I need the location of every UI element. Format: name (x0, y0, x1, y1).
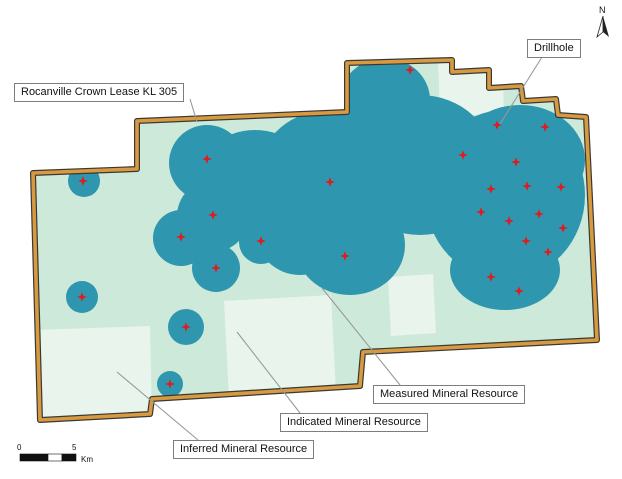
drillhole-marker (211, 263, 221, 273)
lease-area (33, 60, 597, 420)
drillhole-marker (558, 223, 568, 233)
north-label: N (599, 5, 606, 15)
scale-unit-label: Km (81, 455, 93, 464)
drillhole-marker (514, 286, 524, 296)
drillhole-marker (165, 379, 175, 389)
drillhole-marker (504, 216, 514, 226)
drillhole-marker (486, 272, 496, 282)
drillhole-marker (77, 292, 87, 302)
leader-line (189, 98, 198, 123)
drillhole-marker (534, 209, 544, 219)
drillhole-marker (540, 122, 550, 132)
inferred-patch (224, 295, 336, 398)
leader-line (116, 371, 199, 441)
north-arrow: N (596, 5, 609, 39)
drillhole-marker (181, 322, 191, 332)
measured-blob (450, 230, 560, 310)
drillhole-layer (77, 65, 568, 389)
measured-blob (455, 105, 585, 215)
drillhole-marker (476, 207, 486, 217)
inferred-resource-patches (36, 60, 504, 420)
drillhole-marker (543, 247, 553, 257)
drillhole-marker (522, 181, 532, 191)
drillhole-marker (340, 251, 350, 261)
inferred-patch (388, 274, 436, 336)
inferred-patch (36, 326, 152, 420)
drillhole-marker (78, 176, 88, 186)
leader-lines (116, 56, 543, 441)
drillhole-marker (202, 154, 212, 164)
scale-bar: 0 5 Km (17, 443, 93, 464)
measured-label: Measured Mineral Resource (373, 385, 526, 404)
indicated-label: Indicated Mineral Resource (280, 413, 428, 432)
drillhole-marker (486, 184, 496, 194)
drillhole-marker (511, 157, 521, 167)
scale-start-label: 0 (17, 443, 22, 452)
measured-resource-zone (66, 60, 585, 397)
drillhole-marker (492, 120, 502, 130)
leader-line (236, 331, 301, 414)
measured-blob (340, 60, 430, 142)
leader-line (499, 56, 543, 125)
lease-boundary (31, 58, 599, 422)
scale-bar-segment (47, 453, 63, 462)
drillhole-marker (556, 182, 566, 192)
scale-bar-segment (61, 453, 77, 462)
drillhole-marker (458, 150, 468, 160)
leader-line (321, 287, 401, 386)
north-arrow-left-half (596, 15, 604, 39)
lease-label: Rocanville Crown Lease KL 305 (14, 83, 185, 102)
drillhole-marker (208, 210, 218, 220)
drillhole-marker (256, 236, 266, 246)
drillhole-marker (521, 236, 531, 246)
drillhole-marker (325, 177, 335, 187)
north-arrow-right-half (603, 16, 609, 37)
drillhole-marker (176, 232, 186, 242)
scale-end-label: 5 (72, 443, 77, 452)
drillhole-label: Drillhole (527, 39, 581, 58)
inferred-label: Inferred Mineral Resource (173, 440, 315, 459)
scale-bar-segment (19, 453, 49, 462)
drillhole-marker (405, 65, 415, 75)
